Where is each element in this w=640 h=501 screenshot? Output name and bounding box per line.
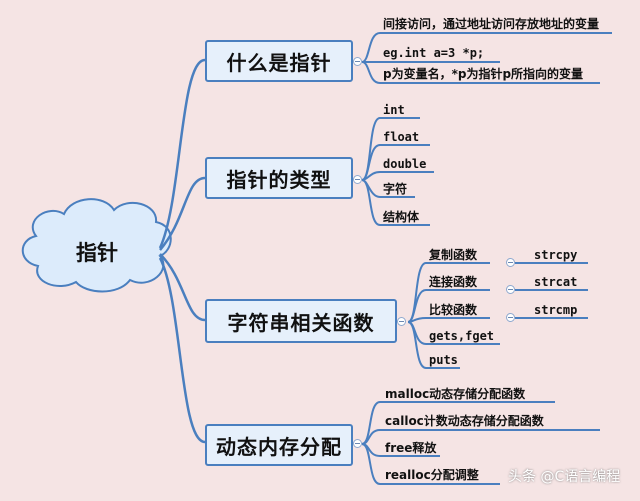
collapse-toggle-concat[interactable]	[506, 285, 515, 294]
leaf-puts[interactable]: puts	[429, 353, 458, 367]
leaf-struct[interactable]: 结构体	[383, 210, 420, 224]
leaf-calloc[interactable]: calloc计数动态存储分配函数	[385, 414, 544, 428]
leaf-gets[interactable]: gets,fget	[429, 329, 495, 343]
branch-pointer-types[interactable]: 指针的类型	[205, 157, 353, 199]
collapse-toggle-compare[interactable]	[506, 313, 515, 322]
leaf-strcmp[interactable]: strcmp	[534, 303, 578, 317]
root-cloud	[21, 198, 172, 293]
root-node-label[interactable]: 指针	[76, 241, 118, 265]
collapse-toggle-1[interactable]	[353, 57, 362, 66]
watermark-text: 头条 @C语言编程	[508, 469, 621, 485]
leaf-copy-function[interactable]: 复制函数	[429, 248, 478, 262]
collapse-toggle-4[interactable]	[353, 439, 362, 448]
branch-what-is-pointer[interactable]: 什么是指针	[205, 40, 353, 82]
leaf-compare-function[interactable]: 比较函数	[429, 303, 478, 317]
leaf-strcpy[interactable]: strcpy	[534, 248, 578, 262]
collapse-toggle-3[interactable]	[397, 317, 406, 326]
leaf-malloc[interactable]: malloc动态存储分配函数	[385, 387, 526, 401]
leaf-pointer-meaning[interactable]: p为变量名，*p为指针p所指向的变量	[383, 67, 584, 81]
leaf-example[interactable]: eg.int a=3 *p;	[383, 46, 485, 60]
collapse-toggle-copy[interactable]	[506, 258, 515, 267]
collapse-toggle-2[interactable]	[353, 175, 362, 184]
branch-dynamic-memory[interactable]: 动态内存分配	[205, 424, 353, 466]
leaf-definition[interactable]: 间接访问，通过地址访问存放地址的变量	[383, 17, 600, 31]
leaf-strcat[interactable]: strcat	[534, 275, 578, 289]
leaf-char[interactable]: 字符	[383, 182, 408, 196]
leaf-int[interactable]: int	[383, 103, 405, 117]
leaf-free[interactable]: free释放	[385, 441, 437, 455]
branch-string-functions[interactable]: 字符串相关函数	[205, 299, 397, 343]
leaf-concat-function[interactable]: 连接函数	[429, 275, 478, 289]
leaf-double[interactable]: double	[383, 157, 427, 171]
leaf-realloc[interactable]: realloc分配调整	[385, 468, 479, 482]
leaf-float[interactable]: float	[383, 130, 420, 144]
